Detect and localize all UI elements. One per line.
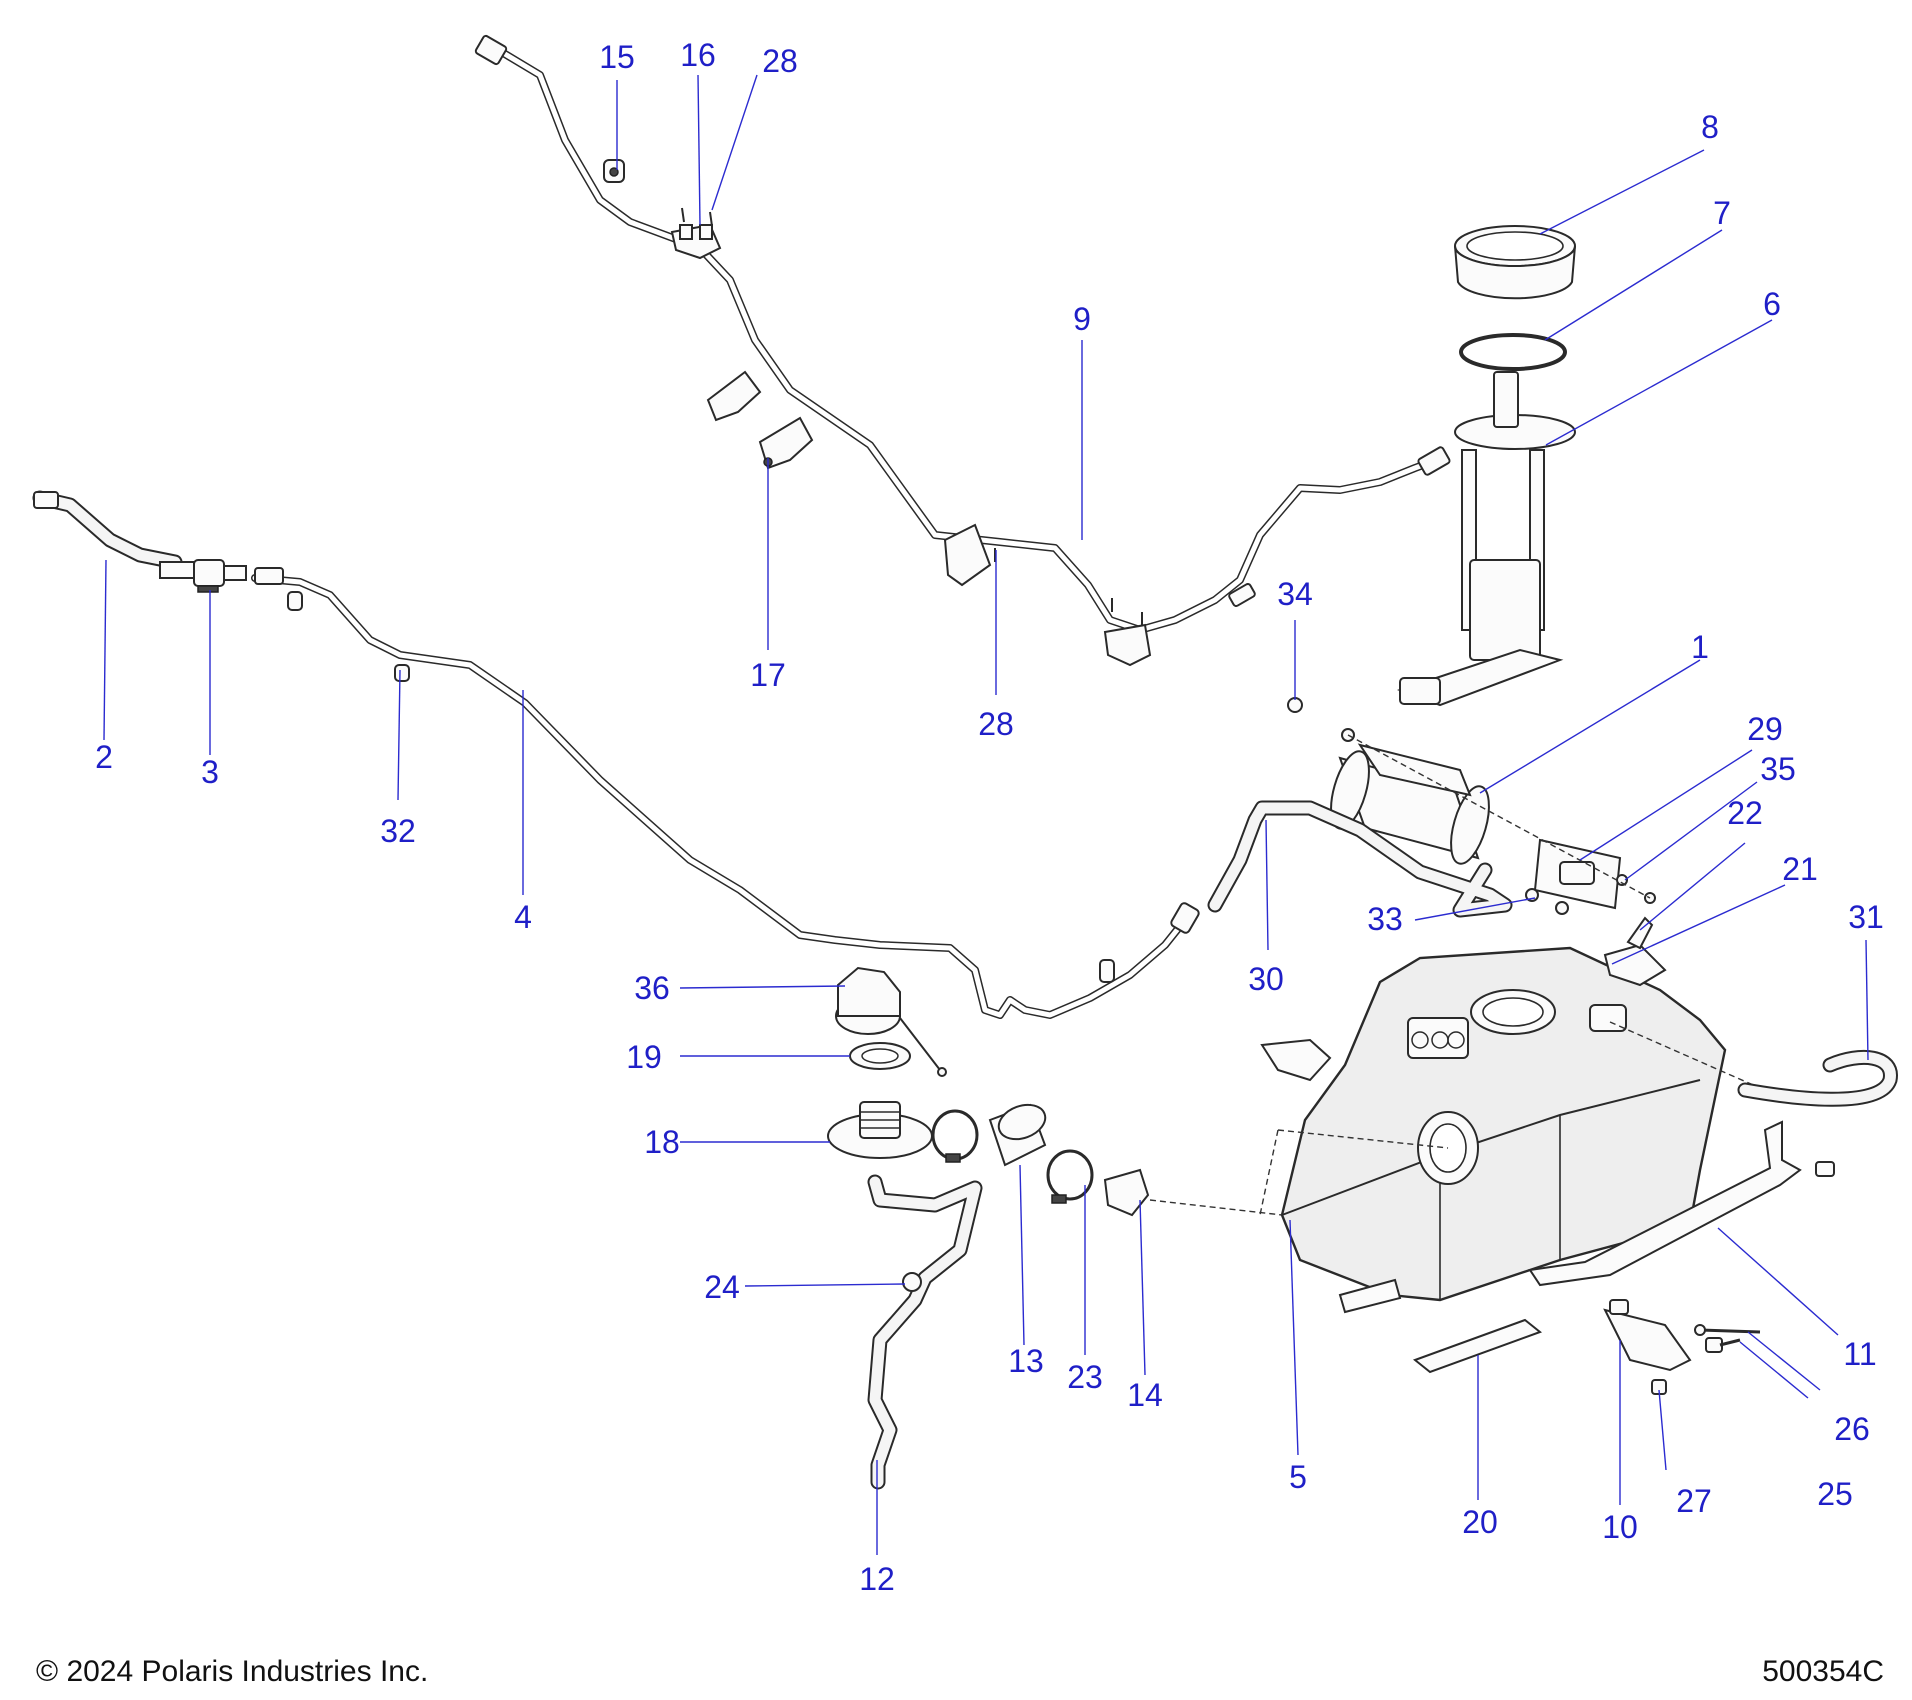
clip-loose-upper xyxy=(706,370,814,470)
clip-4-small xyxy=(287,591,303,611)
callout-labels: 1 2 3 4 5 6 7 8 9 10 11 12 13 14 15 16 1… xyxy=(95,37,1884,1597)
vent-hose-12 xyxy=(867,1174,983,1490)
callout-10: 10 xyxy=(1602,1509,1638,1545)
bracket-22-21 xyxy=(1603,916,1667,987)
fuel-line-9 xyxy=(474,34,1451,634)
callout-35: 35 xyxy=(1760,751,1796,787)
callout-5: 5 xyxy=(1289,1459,1307,1495)
callout-26: 26 xyxy=(1834,1411,1870,1447)
seal-7 xyxy=(1459,333,1567,371)
callout-9: 9 xyxy=(1073,301,1091,337)
callout-16: 16 xyxy=(680,37,716,73)
clip-16 xyxy=(670,223,722,260)
elbow-14 xyxy=(1103,1168,1150,1217)
charcoal-canister-1 xyxy=(1330,743,1490,865)
callout-7: 7 xyxy=(1713,195,1731,231)
clip-17 xyxy=(943,523,992,587)
clip-15 xyxy=(603,159,625,183)
bracket-10 xyxy=(1603,1299,1692,1372)
strap-11 xyxy=(1528,1120,1802,1287)
clamp-left xyxy=(931,1109,979,1163)
fuel-pump-6 xyxy=(1397,371,1576,707)
shield-piece xyxy=(1260,1038,1332,1082)
clamp-23 xyxy=(1046,1149,1094,1204)
callout-8: 8 xyxy=(1701,109,1719,145)
callout-12: 12 xyxy=(859,1561,895,1597)
fuel-line-2 xyxy=(32,490,183,570)
callout-15: 15 xyxy=(599,39,635,75)
clip-lower-right xyxy=(1103,598,1152,667)
callout-22: 22 xyxy=(1727,795,1763,831)
callout-2: 2 xyxy=(95,739,113,775)
callout-3: 3 xyxy=(201,754,219,790)
clip-32 xyxy=(394,664,410,682)
callout-23: 23 xyxy=(1067,1359,1103,1395)
lock-ring-8 xyxy=(1454,225,1576,300)
screw-28-upper xyxy=(681,207,713,227)
fuel-line-4 xyxy=(251,567,1200,1019)
callout-18: 18 xyxy=(644,1124,680,1160)
callout-13: 13 xyxy=(1008,1343,1044,1379)
bracket-29 xyxy=(1533,838,1622,910)
callout-32: 32 xyxy=(380,813,416,849)
callout-25: 25 xyxy=(1817,1476,1853,1512)
callout-19: 19 xyxy=(626,1039,662,1075)
callout-24: 24 xyxy=(704,1269,740,1305)
callout-30: 30 xyxy=(1248,961,1284,997)
filler-neck-18 xyxy=(827,1101,933,1159)
callout-21: 21 xyxy=(1782,851,1818,887)
callout-20: 20 xyxy=(1462,1504,1498,1540)
callout-33: 33 xyxy=(1367,901,1403,937)
leader-lines xyxy=(103,74,1869,1555)
callout-6: 6 xyxy=(1763,286,1781,322)
callout-4: 4 xyxy=(514,899,532,935)
hose-31 xyxy=(1737,1049,1898,1107)
clip-24 xyxy=(902,1272,922,1292)
callout-17: 17 xyxy=(750,657,786,693)
callout-14: 14 xyxy=(1127,1377,1163,1413)
gasket-19 xyxy=(849,1042,911,1070)
callout-29: 29 xyxy=(1747,711,1783,747)
bolt-34 xyxy=(1287,697,1303,713)
pad-20 xyxy=(1338,1278,1543,1374)
fuel-cap-36 xyxy=(835,966,947,1077)
callout-36: 36 xyxy=(634,970,670,1006)
hose-coupler-13 xyxy=(988,1103,1047,1167)
clip-4-lower xyxy=(1099,959,1115,983)
copyright-notice: © 2024 Polaris Industries Inc. xyxy=(36,1655,429,1688)
callout-11: 11 xyxy=(1843,1336,1876,1372)
fitting-3 xyxy=(159,559,247,593)
hardware-25-26-27 xyxy=(1651,1161,1835,1395)
callout-28-upper: 28 xyxy=(762,43,798,79)
callout-1: 1 xyxy=(1691,629,1709,665)
callout-34: 34 xyxy=(1277,576,1313,612)
callout-28-lower: 28 xyxy=(978,706,1014,742)
callout-27: 27 xyxy=(1676,1483,1712,1519)
diagram-reference-number: 500354C xyxy=(1762,1655,1884,1688)
callout-31: 31 xyxy=(1848,899,1884,935)
